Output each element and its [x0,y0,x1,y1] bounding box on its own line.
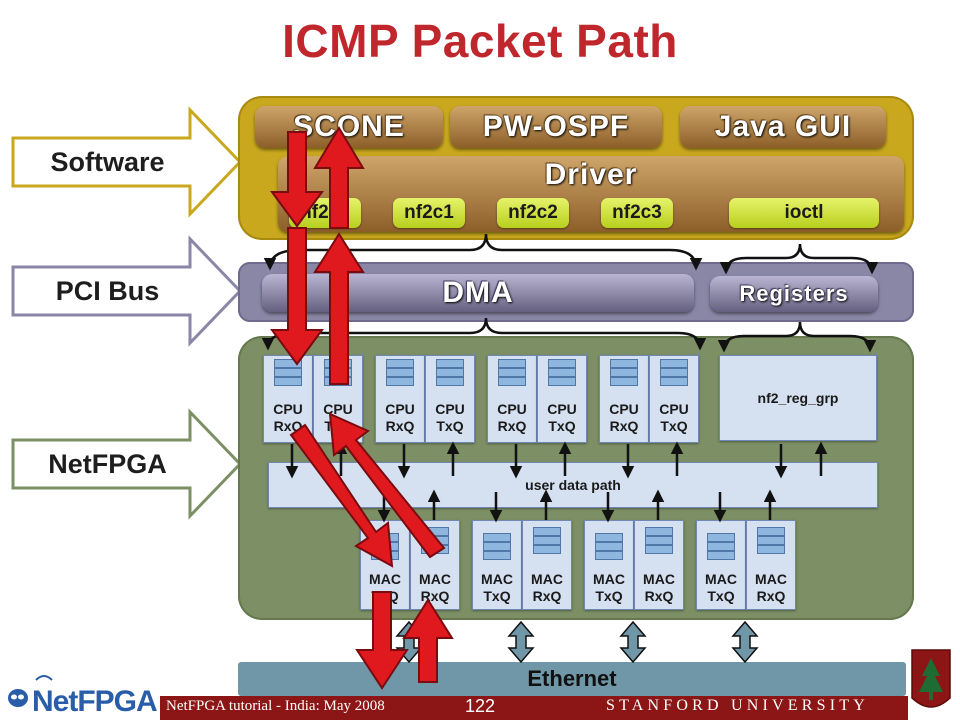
interface-nf2c1: nf2c1 [393,198,465,228]
stanford-logo-icon [911,649,951,708]
pw-ospf-app: PW-OSPF [450,106,662,148]
mac-rxq-2-label: MAC RxQ [643,571,675,604]
brace-registers-reggrp [717,321,877,353]
packet-arrow-down-eth [355,591,409,690]
mac-txq-3-label: MAC TxQ [705,571,737,604]
cpu-txq-2: CPU TxQ [537,355,587,443]
footer-tutorial-text: NetFPGA tutorial - India: May 2008 [166,698,385,714]
cpu-rxq-0: CPU RxQ [263,355,313,443]
interface-ioctl: ioctl [729,198,879,228]
scone-app: SCONE [255,106,443,148]
cpu-rxq-3: CPU RxQ [599,355,649,443]
ethernet-bar: Ethernet [238,662,906,696]
packet-arrow-diag-up [328,412,446,559]
mac-rxq-1-label: MAC RxQ [531,571,563,604]
mac-rxq-3-label: MAC RxQ [755,571,787,604]
driver-label: Driver [544,158,638,191]
cpu-rxq-2-label: CPU RxQ [497,401,527,434]
packet-arrow-diag-down [289,423,394,568]
cpu-rxq-1: CPU RxQ [375,355,425,443]
mac-rxq-3: MAC RxQ [746,520,796,610]
packet-arrow-up-mid [313,232,365,385]
queue-connectors [285,441,828,523]
eth-link-2 [619,620,647,664]
registers-block: Registers [710,276,878,312]
software-layer-arrow [11,106,243,218]
java-gui-app: Java GUI [680,106,886,148]
page-number: 122 [464,696,496,716]
netfpga-logo-text: NetFPGA [32,685,158,718]
cpu-txq-3-label: CPU TxQ [659,401,689,434]
cpu-rxq-3-label: CPU RxQ [609,401,639,434]
pci-layer-arrow [11,235,243,347]
cpu-txq-1-label: CPU TxQ [435,401,465,434]
footer-bar [160,696,908,720]
packet-arrow-down-top [270,131,324,228]
mac-rxq-1: MAC RxQ [522,520,572,610]
cpu-rxq-1-label: CPU RxQ [385,401,415,434]
packet-arrow-up-eth [402,598,454,683]
eth-link-1 [507,620,535,664]
curly-braces [261,233,879,353]
nf2-reg-grp: nf2_reg_grp [719,355,877,441]
mac-txq-2-label: MAC TxQ [593,571,625,604]
interface-nf2c3: nf2c3 [601,198,673,228]
cpu-rxq-0-label: CPU RxQ [273,401,303,434]
eth-link-3 [731,620,759,664]
packet-path [270,126,454,690]
netfpga-layer-arrow [11,408,243,520]
netfpga-layer-label: NetFPGA [48,448,167,479]
mac-txq-3: MAC TxQ [696,520,746,610]
brace-driver-dma [263,233,703,271]
pci-bus-layer-label: PCI Bus [55,275,160,306]
footer-university: STANFORD UNIVERSITY [606,697,869,714]
brace-ioctl-registers [719,243,879,275]
page-title: ICMP Packet Path [282,15,678,67]
mac-txq-2: MAC TxQ [584,520,634,610]
mac-txq-1-label: MAC TxQ [481,571,513,604]
ethernet-links [395,620,759,664]
interface-nf2c2: nf2c2 [497,198,569,228]
packet-arrow-down-mid [270,227,324,366]
netfpga-logo-icon [8,675,53,707]
mac-txq-1: MAC TxQ [472,520,522,610]
mac-rxq-2: MAC RxQ [634,520,684,610]
cpu-txq-2-label: CPU TxQ [547,401,577,434]
cpu-txq-3: CPU TxQ [649,355,699,443]
software-layer-label: Software [50,146,165,177]
cpu-txq-1: CPU TxQ [425,355,475,443]
packet-arrow-up-top [313,126,365,229]
cpu-rxq-2: CPU RxQ [487,355,537,443]
